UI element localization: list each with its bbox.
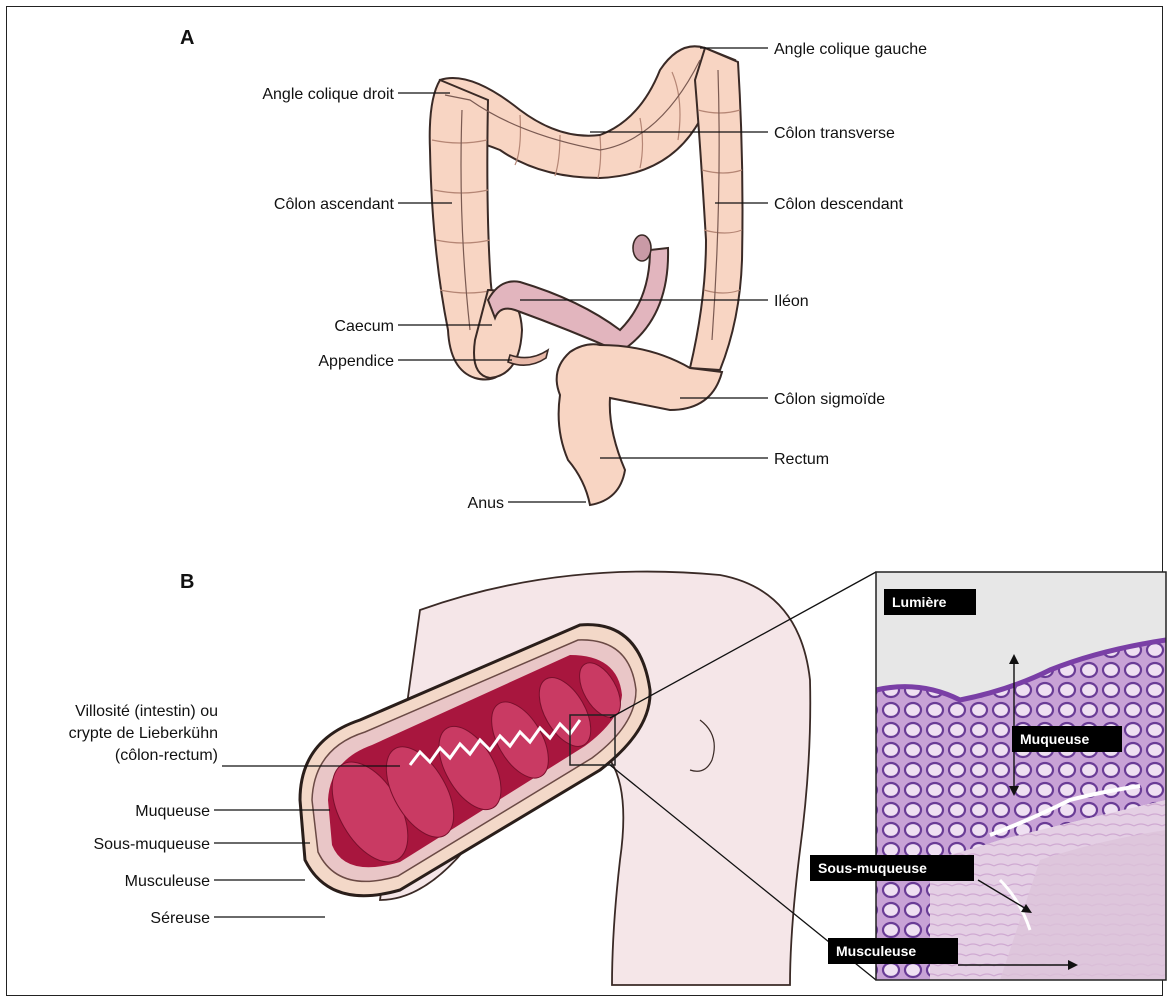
- label-musculeuse: Musculeuse: [125, 873, 210, 890]
- label-colon-transverse: Côlon transverse: [774, 125, 895, 142]
- label-colon-sigmoide: Côlon sigmoïde: [774, 391, 885, 408]
- histo-label-muqueuse: Muqueuse: [1020, 731, 1089, 747]
- histology-micrograph: [876, 572, 1166, 980]
- label-villosite-line3: (côlon-rectum): [115, 747, 218, 764]
- label-villosite-line1: Villosité (intestin) ou: [75, 703, 218, 720]
- label-rectum: Rectum: [774, 451, 829, 468]
- label-colon-ascendant: Côlon ascendant: [274, 196, 395, 213]
- label-villosite-line2: crypte de Lieberkühn: [69, 725, 218, 742]
- label-angle-colique-gauche: Angle colique gauche: [774, 41, 927, 58]
- intestine-cross-section-illustration: [300, 572, 810, 985]
- panel-b-letter: B: [180, 571, 194, 593]
- label-ileon: Iléon: [774, 293, 809, 310]
- histo-label-musculeuse: Musculeuse: [836, 943, 916, 959]
- label-sous-muqueuse: Sous-muqueuse: [93, 836, 210, 853]
- histo-label-lumiere: Lumière: [892, 594, 947, 610]
- label-anus: Anus: [468, 495, 504, 512]
- label-sereuse: Séreuse: [150, 910, 210, 927]
- label-caecum: Caecum: [334, 318, 394, 335]
- label-muqueuse: Muqueuse: [135, 803, 210, 820]
- panel-a-letter: A: [180, 27, 194, 49]
- histo-label-sous-muqueuse: Sous-muqueuse: [818, 860, 927, 876]
- label-appendice: Appendice: [318, 353, 394, 370]
- label-colon-descendant: Côlon descendant: [774, 196, 904, 213]
- large-intestine-illustration: [430, 46, 743, 505]
- label-angle-colique-droit: Angle colique droit: [262, 86, 394, 103]
